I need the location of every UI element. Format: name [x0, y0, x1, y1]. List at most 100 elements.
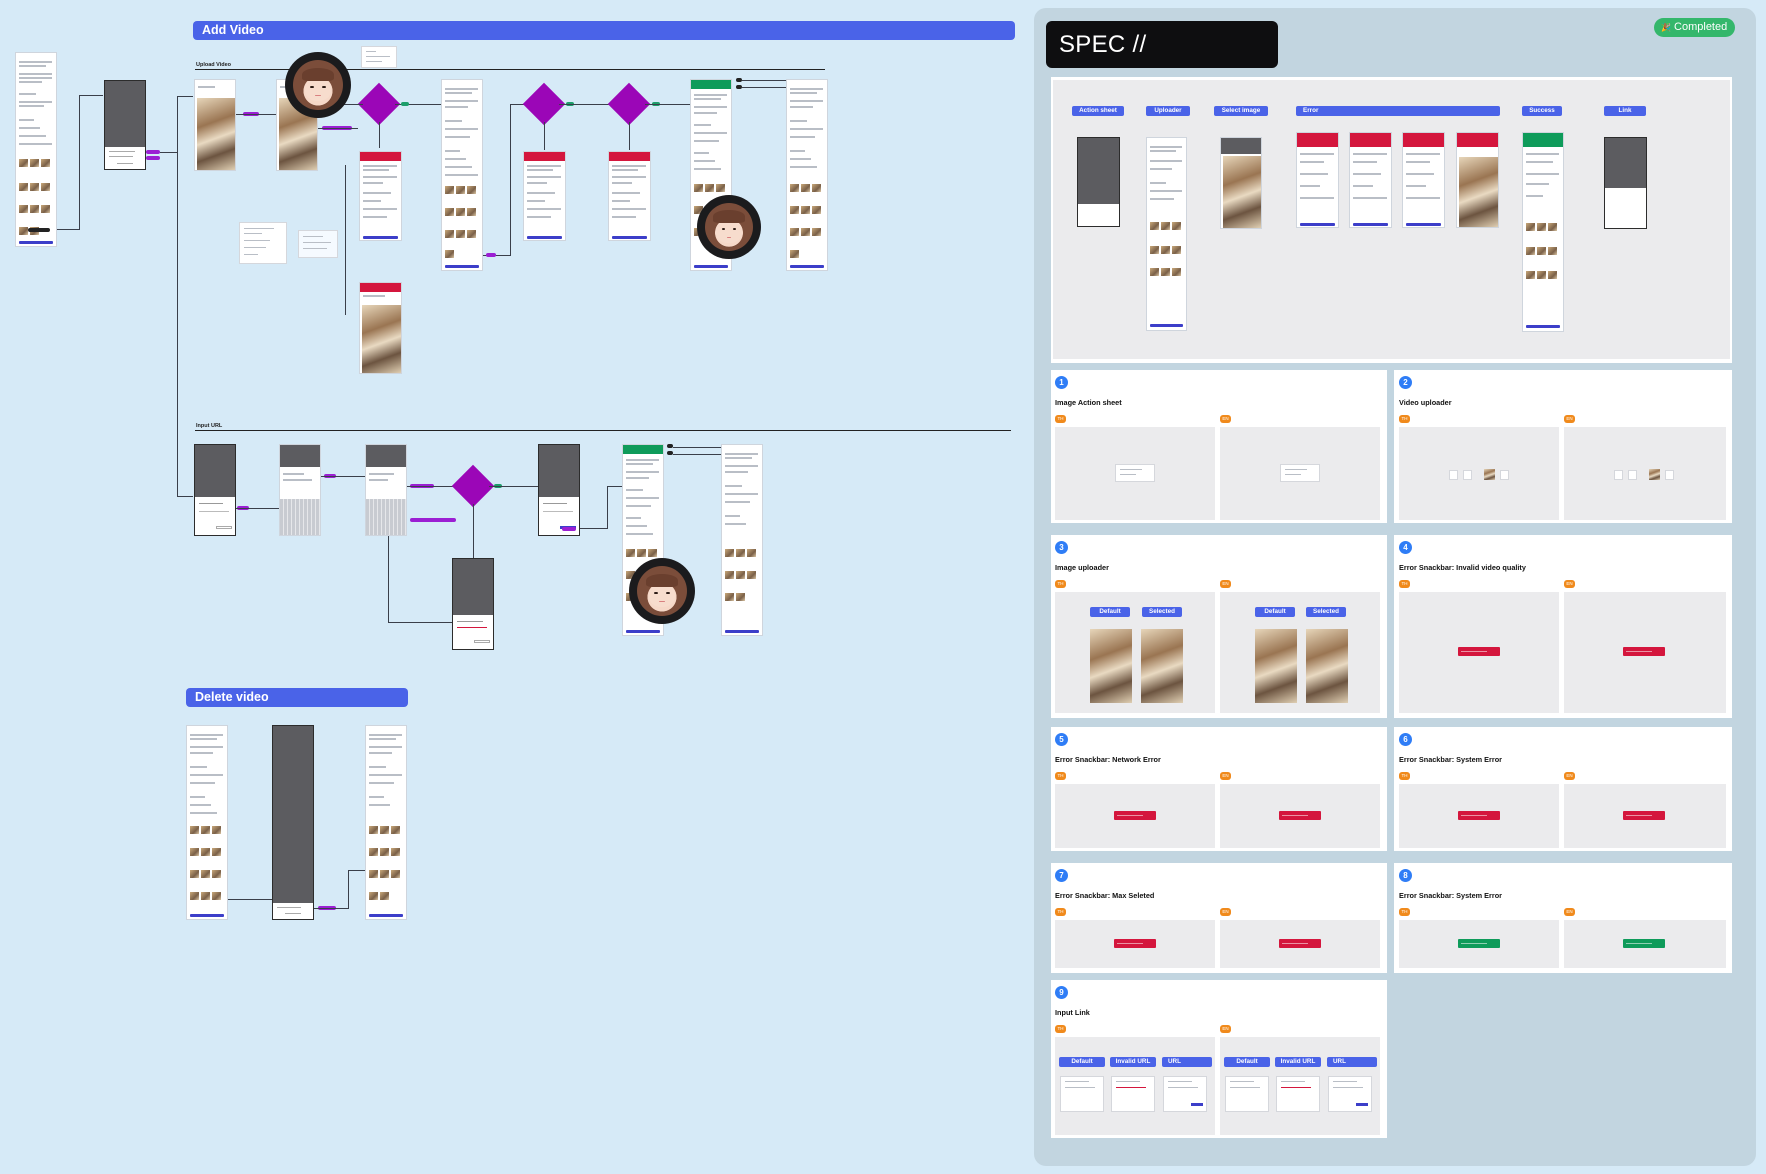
flow-connector-label	[28, 228, 50, 232]
lang-tag-en: EN	[1564, 772, 1575, 780]
card-number: 7	[1055, 869, 1068, 882]
note-card-left	[239, 222, 287, 264]
lang-tag-th: TH	[1055, 908, 1066, 916]
overview-tab-select-image: Select image	[1214, 106, 1268, 116]
card-title: Image uploader	[1055, 563, 1109, 572]
decision-check-video-url	[451, 464, 495, 508]
lang-tag-th: TH	[1055, 1025, 1066, 1033]
card-number: 4	[1399, 541, 1412, 554]
lang-tag-en: EN	[1564, 908, 1575, 916]
card-number: 3	[1055, 541, 1068, 554]
overview-tab-success: Success	[1522, 106, 1562, 116]
state-tag-default: Default	[1255, 607, 1295, 617]
card-title: Image Action sheet	[1055, 398, 1122, 407]
state-tag-selected: Selected	[1306, 607, 1346, 617]
lang-tag-en: EN	[1220, 1025, 1231, 1033]
screen-url-valid[interactable]	[538, 444, 580, 536]
screen-delete-action-sheet[interactable]	[272, 725, 314, 920]
screen-delete-result[interactable]	[365, 725, 407, 920]
state-tag-invalid-url: Invalid URL	[1110, 1057, 1156, 1067]
card-number: 1	[1055, 376, 1068, 389]
card-number: 9	[1055, 986, 1068, 999]
card-number: 6	[1399, 733, 1412, 746]
screen-product-edit-start[interactable]	[15, 52, 57, 247]
overview-error-screen-2	[1349, 132, 1392, 228]
lang-tag-en: EN	[1220, 580, 1231, 588]
screen-url-keyboard[interactable]	[279, 444, 321, 536]
card-title: Error Snackbar: System Error	[1399, 891, 1503, 900]
spec-title: SPEC // LANGUAGE	[1046, 21, 1278, 105]
section-label-upload-video: Upload Video	[196, 62, 232, 68]
overview-action-sheet-screen	[1077, 137, 1120, 227]
state-tag-url: URL	[1327, 1057, 1377, 1067]
lang-tag-th: TH	[1399, 908, 1410, 916]
lang-tag-th: TH	[1399, 580, 1410, 588]
screen-image-picker[interactable]	[194, 79, 236, 171]
state-tag-invalid-url: Invalid URL	[1275, 1057, 1321, 1067]
decision-system-error	[607, 82, 651, 126]
collaborator-avatar-3[interactable]	[629, 558, 695, 624]
card-title: Error Snackbar: System Error	[1399, 755, 1503, 764]
screen-action-sheet[interactable]	[104, 80, 146, 170]
overview-tab-link: Link	[1604, 106, 1646, 116]
screen-uploaded-video[interactable]	[441, 79, 483, 271]
overview-error-screen-4	[1456, 132, 1499, 228]
overview-success-screen	[1522, 132, 1564, 332]
screen-final-upload[interactable]	[786, 79, 828, 271]
card-number: 8	[1399, 869, 1412, 882]
note-card-top	[361, 46, 397, 68]
status-badge: 🎉 Completed	[1654, 18, 1735, 37]
lang-tag-en: EN	[1564, 415, 1575, 423]
lang-tag-en: EN	[1220, 415, 1231, 423]
state-tag-url: URL	[1162, 1057, 1212, 1067]
card-number: 2	[1399, 376, 1412, 389]
lang-tag-th: TH	[1055, 580, 1066, 588]
card-title: Video uploader	[1399, 398, 1452, 407]
lang-tag-en: EN	[1220, 772, 1231, 780]
card-number: 5	[1055, 733, 1068, 746]
screen-error-network[interactable]	[523, 151, 566, 241]
lang-tag-th: TH	[1399, 772, 1410, 780]
overview-link-screen	[1604, 137, 1647, 229]
lang-tag-en: EN	[1564, 580, 1575, 588]
overview-error-screen-1	[1296, 132, 1339, 228]
screen-url-invalid[interactable]	[452, 558, 494, 650]
collaborator-avatar-1[interactable]	[285, 52, 351, 118]
card-title: Error Snackbar: Network Error	[1055, 755, 1161, 764]
overview-uploader-screen	[1146, 137, 1187, 331]
note-card-right	[298, 230, 338, 258]
overview-select-image-screen	[1220, 137, 1262, 229]
screen-url-sheet[interactable]	[194, 444, 236, 536]
collaborator-avatar-2[interactable]	[697, 195, 761, 259]
overview-tab-action-sheet: Action sheet	[1072, 106, 1124, 116]
decision-photo-upload	[357, 82, 401, 126]
section-divider-input-url	[195, 430, 1011, 431]
section-divider-upload	[195, 69, 825, 70]
screen-error-image-picker[interactable]	[359, 282, 402, 374]
screen-error-system[interactable]	[608, 151, 651, 241]
state-tag-selected: Selected	[1142, 607, 1182, 617]
delete-video-banner: Delete video	[186, 688, 408, 707]
card-title: Error Snackbar: Invalid video quality	[1399, 563, 1526, 572]
state-tag-default: Default	[1059, 1057, 1105, 1067]
overview-tab-error: Error	[1296, 106, 1500, 116]
lang-tag-th: TH	[1055, 772, 1066, 780]
screen-error-invalid-quality[interactable]	[359, 151, 402, 241]
screen-final-url[interactable]	[721, 444, 763, 636]
state-tag-default: Default	[1224, 1057, 1270, 1067]
party-popper-icon: 🎉	[1661, 23, 1671, 32]
lang-tag-th: TH	[1055, 415, 1066, 423]
screen-url-typing[interactable]	[365, 444, 407, 536]
overview-tab-uploader: Uploader	[1146, 106, 1190, 116]
section-label-input-url: Input URL	[196, 423, 223, 429]
lang-tag-th: TH	[1399, 415, 1410, 423]
card-title: Error Snackbar: Max Seleted	[1055, 891, 1155, 900]
card-title: Input Link	[1055, 1008, 1090, 1017]
screen-delete-start[interactable]	[186, 725, 228, 920]
overview-error-screen-3	[1402, 132, 1445, 228]
status-badge-label: Completed	[1674, 21, 1728, 33]
add-video-banner: Add Video	[193, 21, 1015, 40]
state-tag-default: Default	[1090, 607, 1130, 617]
lang-tag-en: EN	[1220, 908, 1231, 916]
